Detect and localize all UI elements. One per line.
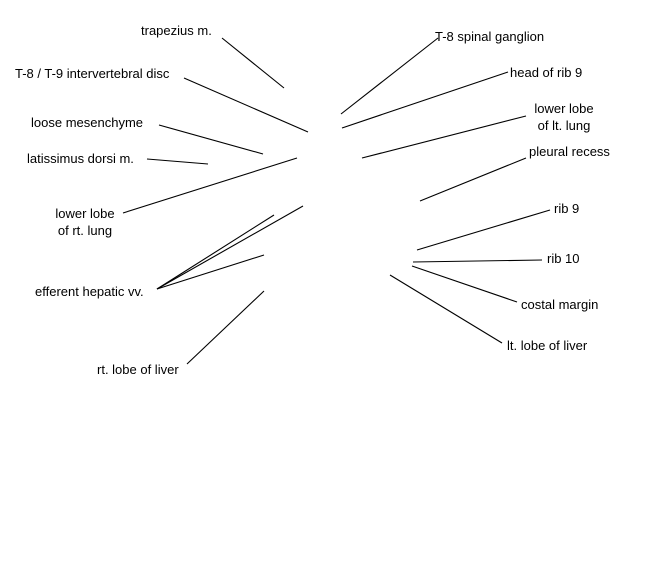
label-efferent-hepatic-vv: efferent hepatic vv. [35, 284, 144, 299]
label-head-of-rib-9: head of rib 9 [510, 65, 583, 80]
label-lower-lobe-lt-lung: lower lobe of lt. lung [534, 101, 594, 133]
label-lt-lobe-of-liver: lt. lobe of liver [507, 338, 588, 353]
label-costal-margin: costal margin [521, 297, 599, 312]
leader-pleural-recess [419, 157, 527, 202]
leader-trapezius [221, 37, 285, 89]
leader-costal-margin [411, 265, 518, 303]
label-pleural-recess: pleural recess [529, 144, 610, 159]
leader-lt-lobe-of-liver [389, 274, 503, 344]
label-rib-10: rib 10 [547, 251, 580, 266]
leader-rib-9 [416, 209, 551, 251]
label-latissimus-dorsi: latissimus dorsi m. [27, 151, 134, 166]
leader-rt-lobe-of-liver [186, 290, 265, 365]
leader-lower-lobe-lt-lung [361, 115, 527, 159]
label-t8-spinal-ganglion: T-8 spinal ganglion [435, 29, 545, 44]
leader-t8-spinal-ganglion [340, 37, 439, 115]
leader-head-of-rib-9 [341, 71, 509, 129]
leader-loose-mesenchyme [158, 124, 264, 155]
label-t8-t9-disc: T-8 / T-9 intervertebral disc [15, 66, 170, 81]
leader-efferent-hepatic-1 [156, 214, 275, 290]
leader-efferent-hepatic-2 [156, 205, 304, 290]
label-rt-lobe-of-liver: rt. lobe of liver [97, 362, 179, 377]
leader-lower-lobe-rt-lung [122, 157, 298, 214]
label-loose-mesenchyme: loose mesenchyme [31, 115, 143, 130]
leader-latissimus-dorsi [146, 158, 209, 165]
leader-rib-10 [412, 259, 543, 263]
leader-t8-t9-disc [183, 77, 309, 133]
leader-efferent-hepatic-3 [156, 254, 265, 290]
label-lower-lobe-rt-lung: lower lobe of rt. lung [55, 206, 115, 238]
label-trapezius: trapezius m. [141, 23, 212, 38]
label-rib-9: rib 9 [554, 201, 580, 216]
